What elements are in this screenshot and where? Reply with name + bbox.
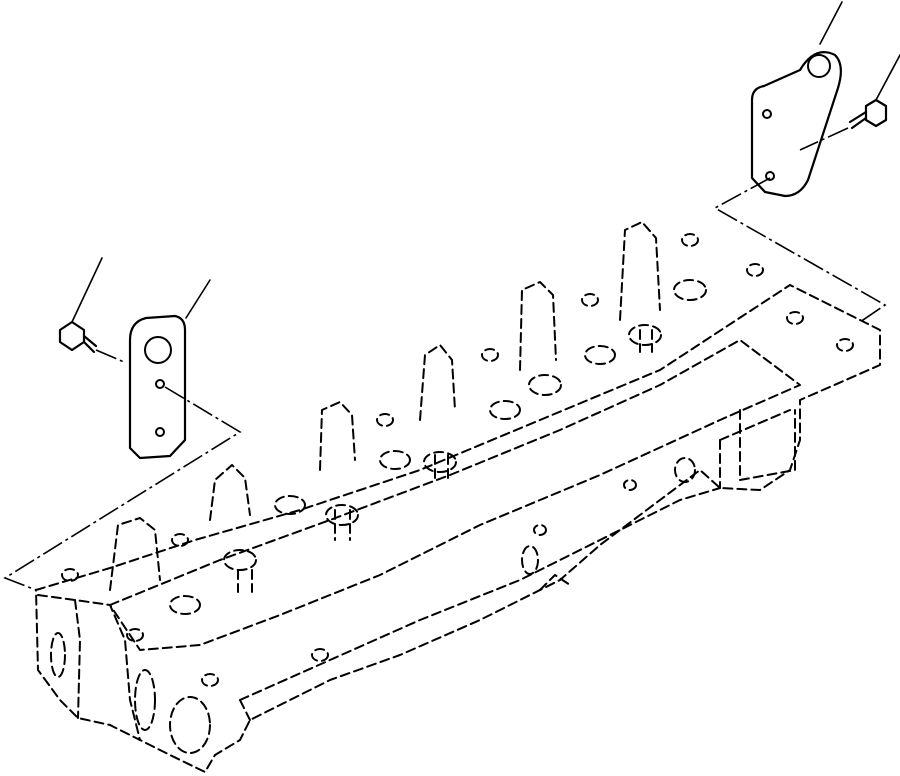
front-bracket-bolt <box>58 320 98 354</box>
rear-bolt-leader <box>875 54 900 101</box>
front-alignment-line-2 <box>3 386 242 591</box>
cylinder-head <box>35 221 881 773</box>
front-lifting-bracket-assembly <box>3 257 242 591</box>
rear-alignment-line-2 <box>713 177 887 323</box>
rear-lifting-bracket <box>750 51 842 198</box>
rear-bracket-leader <box>819 1 843 45</box>
front-bolt-leader <box>71 257 103 323</box>
front-bracket-leader <box>185 279 211 319</box>
front-alignment-line <box>95 349 125 363</box>
rear-alignment-line <box>799 127 849 151</box>
front-lifting-bracket <box>128 314 187 460</box>
rear-lifting-bracket-assembly <box>713 1 900 323</box>
rear-bracket-bolt <box>848 98 888 130</box>
